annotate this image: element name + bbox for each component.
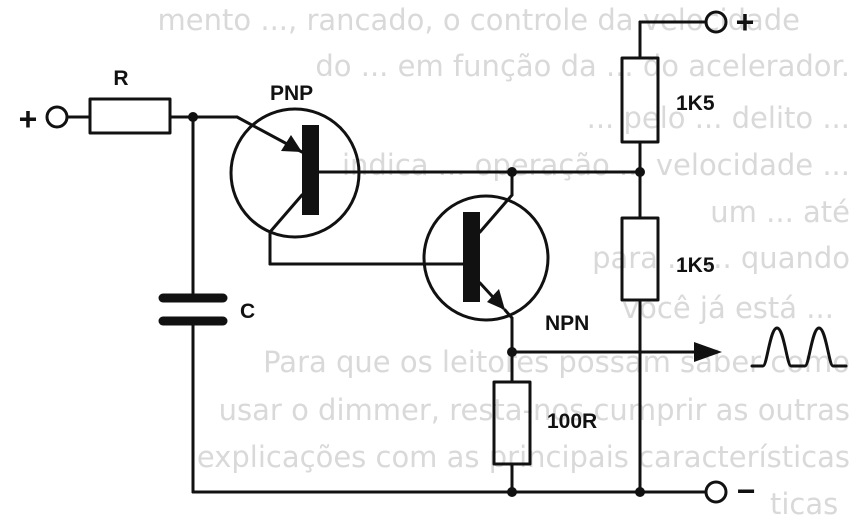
bg-line-5: um ... até: [710, 195, 850, 229]
output-arrow-icon: [694, 342, 722, 362]
right-negative-terminal: −: [704, 473, 756, 509]
right-positive-terminal: +: [704, 4, 755, 40]
capacitor-c-label: C: [240, 300, 255, 323]
node-ground-divider: [635, 487, 645, 497]
bg-line-11: ticas: [770, 487, 838, 519]
resistor-100r-label: 100R: [547, 410, 597, 433]
right-plus-label: +: [736, 4, 755, 40]
output-signal: [510, 326, 848, 368]
resistor-1k5-top-label: 1K5: [676, 92, 715, 115]
left-plus-label: +: [19, 101, 38, 137]
npn-label: NPN: [545, 312, 589, 335]
wire-npn-emitter-bend: [503, 308, 514, 320]
right-minus-label: −: [737, 473, 756, 509]
pnp-emitter-arrow: [281, 135, 302, 152]
pulse-waveform-icon: [750, 326, 848, 368]
resistor-1k5-top: 1K5: [620, 56, 715, 144]
bg-line-10: explicações com as principais caracterís…: [197, 440, 850, 474]
bg-line-1: mento ..., rancado, o controle da veloci…: [158, 3, 800, 37]
pnp-label: PNP: [270, 82, 313, 105]
pnp-transistor: PNP: [229, 82, 361, 239]
bg-line-2: do ... em função da ... do acelerador.: [315, 49, 850, 83]
resistor-1k5-bottom-label: 1K5: [676, 254, 715, 277]
bg-line-9: usar o dimmer, resta-nos cumprir as outr…: [219, 393, 850, 427]
node-divider: [635, 167, 645, 177]
npn-transistor: NPN: [422, 193, 589, 335]
resistor-r: R: [88, 67, 172, 135]
node-ground-100r: [507, 487, 517, 497]
resistor-r-label: R: [113, 67, 128, 90]
resistor-1k5-bottom: 1K5: [620, 216, 715, 302]
bg-line-4: indica ... operação ... velocidade ...: [342, 148, 850, 182]
npn-emitter-arrow: [487, 289, 505, 310]
capacitor-c: C: [158, 293, 255, 326]
bg-line-6: para ... ... quando: [592, 241, 850, 275]
bg-line-3: ... pelo ... delito ...: [587, 101, 850, 135]
resistor-100r: 100R: [492, 380, 597, 466]
left-positive-terminal: +: [19, 101, 69, 137]
